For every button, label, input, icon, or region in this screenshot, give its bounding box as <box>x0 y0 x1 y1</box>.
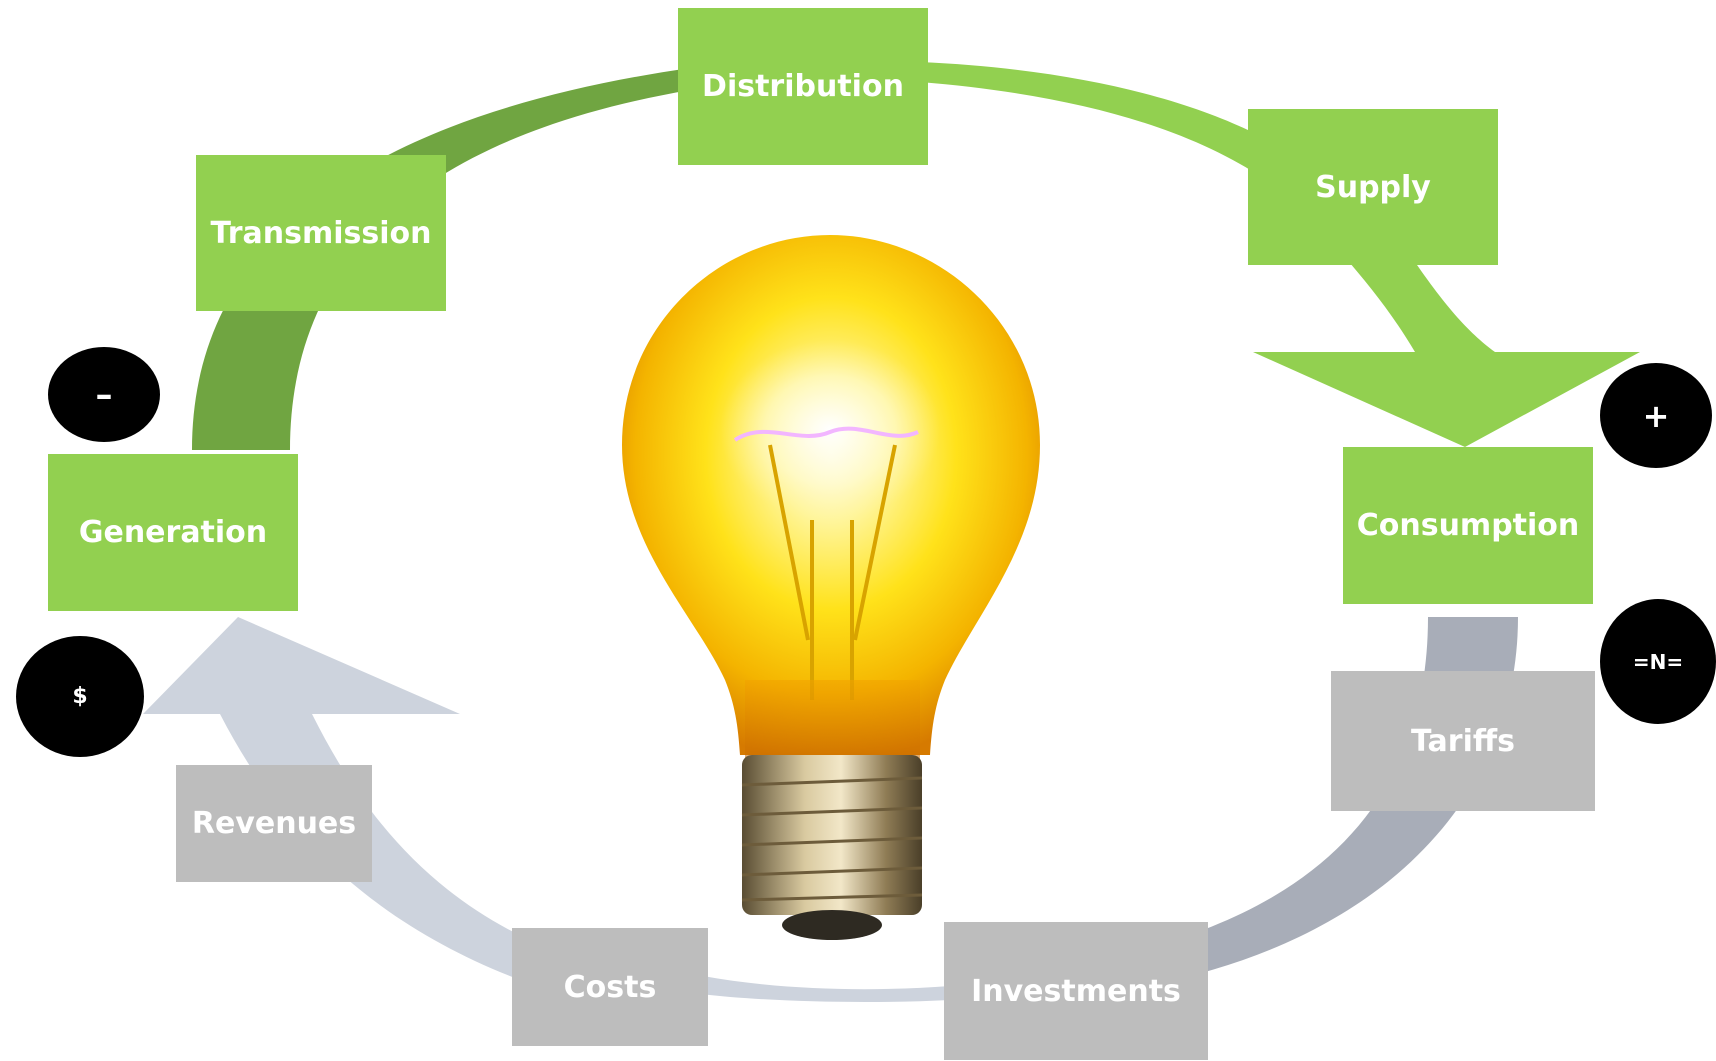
supply-label: Supply <box>1315 169 1431 205</box>
investments-box: Investments <box>944 922 1208 1060</box>
light-bulb-icon <box>622 235 1040 940</box>
distribution-label: Distribution <box>702 69 904 104</box>
bulb-contact <box>782 910 882 940</box>
bulb-stem <box>768 444 897 700</box>
transmission-label: Transmission <box>210 215 432 251</box>
bulb-neck <box>745 680 920 760</box>
bulb-filament <box>733 426 919 442</box>
arrow-distribution-to-supply <box>920 62 1300 190</box>
generation-box: Generation <box>48 454 298 611</box>
generation-label: Generation <box>78 515 268 550</box>
bulb-base <box>742 755 922 915</box>
dollar-badge: $ <box>16 636 144 757</box>
dollar-label: $ <box>72 684 88 709</box>
tariffs-label: Tariffs <box>1410 723 1516 759</box>
costs-box: Costs <box>512 928 708 1046</box>
bulb-threads <box>741 776 923 902</box>
tariffs-box: Tariffs <box>1331 671 1595 811</box>
revenues-label: Revenues <box>191 806 357 841</box>
transmission-box: Transmission <box>196 155 446 311</box>
supply-box: Supply <box>1248 109 1498 265</box>
consumption-box: Consumption <box>1343 447 1593 604</box>
arrow-supply-to-consumption <box>1253 240 1640 447</box>
naira-label: =N= <box>1632 649 1684 674</box>
investments-label: Investments <box>971 973 1181 1009</box>
distribution-box: Distribution <box>678 8 928 165</box>
minus-badge: – <box>48 347 160 442</box>
plus-label: + <box>1642 396 1670 435</box>
naira-badge: =N= <box>1600 599 1716 724</box>
consumption-label: Consumption <box>1356 508 1580 543</box>
revenues-box: Revenues <box>176 765 372 882</box>
plus-badge: + <box>1600 363 1712 468</box>
costs-label: Costs <box>563 969 657 1005</box>
arrow-investments-to-costs <box>700 976 950 1002</box>
minus-label: – <box>95 374 113 415</box>
